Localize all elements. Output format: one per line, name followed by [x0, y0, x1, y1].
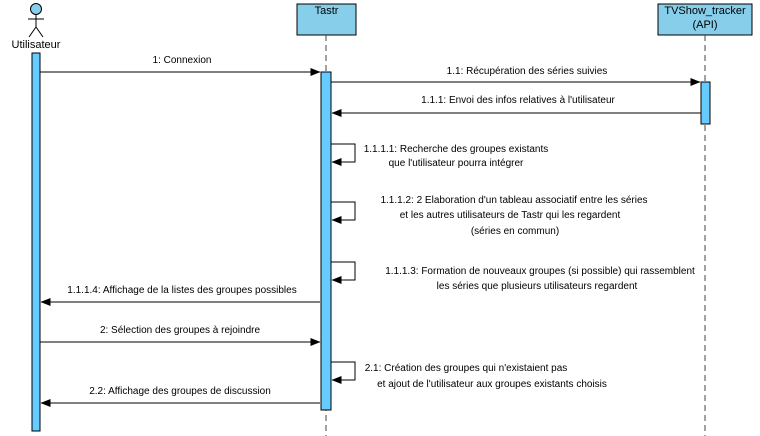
participant-label: TVShow_tracker: [664, 5, 746, 17]
message-label: 2.2: Affichage des groupes de discussion: [89, 386, 271, 397]
self-message-arrow: [331, 201, 356, 224]
message-label: 1.1.1.2: 2 Elaboration d'un tableau asso…: [380, 195, 647, 206]
message-2-2: 2.2: Affichage des groupes de discussion: [40, 386, 320, 407]
message-2-1: 2.1: Création des groupes qui n'existaie…: [331, 361, 607, 390]
message-2: 2: Sélection des groupes à rejoindre: [40, 325, 321, 346]
message-1-1-1: 1.1.1: Envoi des infos relatives à l'uti…: [331, 95, 701, 117]
message-label: 1.1.1.1: Recherche des groupes existants: [364, 144, 549, 155]
message-label: 1.1.1.3: Formation de nouveaux groupes (…: [385, 266, 695, 277]
activation-bar-api: [700, 81, 711, 125]
message-label: 2.1: Création des groupes qui n'existaie…: [365, 363, 568, 374]
message-label: que l'utilisateur pourra intégrer: [389, 158, 524, 169]
message-1-1: 1.1: Récupération des séries suivies: [331, 66, 701, 86]
message-label: 1.1: Récupération des séries suivies: [447, 66, 608, 77]
message-label: 2: Sélection des groupes à rejoindre: [100, 325, 261, 336]
participant-label: Tastr: [315, 5, 339, 17]
participant-tastr: Tastr: [296, 3, 357, 36]
message-label: et les autres utilisateurs de Tastr qui …: [400, 210, 621, 221]
message-label: et ajout de l'utilisateur aux groupes ex…: [377, 379, 607, 390]
self-message-arrow: [331, 261, 356, 284]
activation-bar-tastr: [320, 71, 332, 411]
self-message-arrow: [331, 361, 356, 384]
actor-utilisateur: Utilisateur: [12, 3, 61, 51]
participant-box: [657, 3, 753, 36]
activation-bar-user: [31, 52, 41, 432]
message-label: (séries en commun): [471, 226, 559, 237]
actor-label: Utilisateur: [12, 39, 61, 51]
message-1: 1: Connexion: [40, 55, 321, 76]
participant-api: TVShow_tracker (API): [657, 3, 753, 36]
participant-sublabel: (API): [692, 19, 717, 31]
message-label: 1.1.1: Envoi des infos relatives à l'uti…: [421, 95, 615, 106]
self-message-arrow: [331, 143, 356, 166]
message-label: les séries que plusieurs utilisateurs re…: [437, 281, 638, 292]
message-1-1-1-2: 1.1.1.2: 2 Elaboration d'un tableau asso…: [331, 195, 648, 237]
stick-figure-icon: [28, 3, 44, 38]
message-1-1-1-4: 1.1.1.4: Affichage de la listes des grou…: [40, 285, 320, 306]
message-1-1-1-1: 1.1.1.1: Recherche des groupes existants…: [331, 143, 549, 169]
message-label: 1.1.1.4: Affichage de la listes des grou…: [67, 285, 296, 296]
participant-box: [296, 3, 357, 36]
message-label: 1: Connexion: [153, 55, 212, 66]
message-1-1-1-3: 1.1.1.3: Formation de nouveaux groupes (…: [331, 261, 695, 292]
